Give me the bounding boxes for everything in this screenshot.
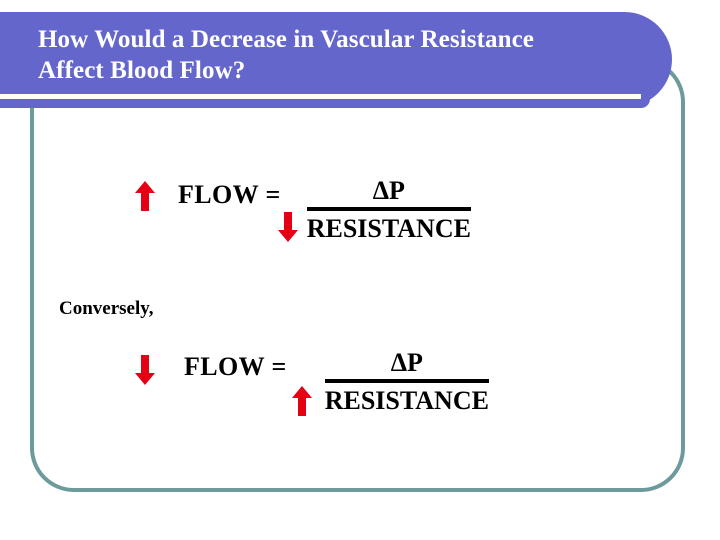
equation-two-denominator: RESISTANCE [324, 386, 489, 415]
equation-one-flow-arrow-slot [128, 176, 162, 212]
down-arrow-icon [277, 211, 299, 243]
equation-two-fraction-bar [324, 379, 489, 383]
equation-two: FLOW = ΔP RESISTANCE [128, 348, 489, 417]
equation-two-flow-arrow-slot [128, 348, 162, 386]
page-title: How Would a Decrease in Vascular Resista… [38, 26, 534, 84]
up-arrow-icon [134, 180, 156, 212]
title-banner-underline [0, 94, 641, 99]
equation-two-numerator: ΔP [390, 348, 423, 377]
equation-one: FLOW = ΔP RESISTANCE [128, 176, 471, 245]
title-banner-foot [0, 99, 650, 108]
equation-one-flow-label: FLOW = [178, 180, 281, 209]
title-banner [0, 12, 672, 107]
slide-border-frame [30, 58, 685, 492]
equation-one-numerator: ΔP [372, 176, 405, 205]
equation-one-denominator-row: RESISTANCE [277, 211, 471, 245]
conversely-label: Conversely, [59, 298, 154, 319]
equation-two-denominator-row: RESISTANCE [291, 383, 489, 417]
up-arrow-icon [291, 385, 313, 417]
down-arrow-icon [134, 354, 156, 386]
equation-two-flow-label: FLOW = [184, 352, 287, 381]
equation-one-fraction-bar [306, 207, 471, 211]
equation-one-denominator: RESISTANCE [306, 214, 471, 243]
equation-two-fraction: ΔP RESISTANCE [291, 348, 489, 417]
equation-one-fraction: ΔP RESISTANCE [277, 176, 471, 245]
